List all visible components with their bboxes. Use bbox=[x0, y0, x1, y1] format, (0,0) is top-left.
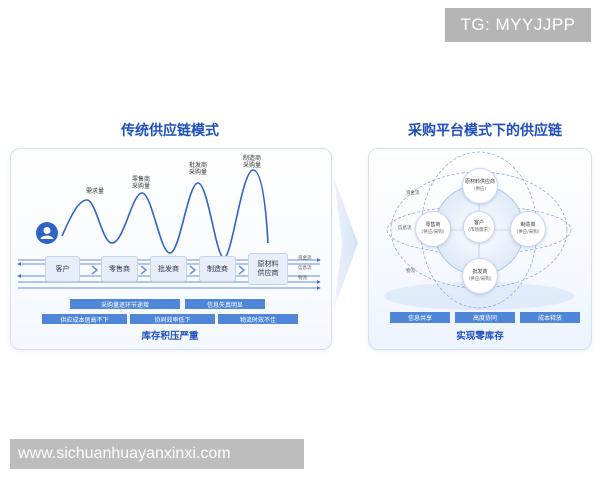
flow-label-logistics: 物流 bbox=[298, 276, 307, 281]
peak-label-manufacturer: 制造商 采购量 bbox=[242, 155, 261, 169]
node-retailer-name: 零售商 bbox=[425, 222, 441, 228]
bar-purchase-increase: 采购量逐环节递增 bbox=[70, 299, 180, 309]
node-manufacturer-name: 制造商 bbox=[520, 222, 536, 228]
pill-info-sharing: 信息共享 bbox=[390, 312, 450, 323]
left-title: 传统供应链模式 bbox=[121, 123, 219, 139]
peak-label-retailer: 零售商 采购量 bbox=[131, 176, 150, 190]
chain-box-raw-supplier: 原材料 供应商 bbox=[248, 253, 288, 285]
bar-info-distortion: 信息失真明显 bbox=[185, 299, 265, 309]
flow-label-capital: 资金流 bbox=[298, 256, 312, 261]
node-wholesaler-name: 批发商 bbox=[472, 269, 488, 275]
node-raw-supplier: 原材料供应商 （供应） bbox=[462, 168, 498, 204]
pill-cost-release: 成本释放 bbox=[520, 312, 580, 323]
peak-label-demand: 需求量 bbox=[85, 188, 104, 195]
user-icon bbox=[36, 222, 58, 244]
node-customer: 客户 （市场需求） bbox=[463, 211, 495, 243]
orbit-label-capital: 资金流 bbox=[406, 191, 420, 196]
chain-box-customer: 客户 bbox=[45, 256, 80, 282]
transition-arrow-icon bbox=[334, 178, 358, 308]
node-retailer: 零售商 （供应/采购） bbox=[415, 211, 451, 247]
node-manufacturer-sub: （供应/采购） bbox=[513, 230, 543, 235]
watermark-bottom: www.sichuanhuayanxinxi.com bbox=[10, 439, 304, 469]
bar-low-efficiency: 协同效率低下 bbox=[130, 314, 215, 324]
node-retailer-sub: （供应/采购） bbox=[418, 230, 448, 235]
left-conclusion: 库存积压严重 bbox=[141, 331, 199, 342]
node-wholesaler: 批发商 （供应/采购） bbox=[462, 258, 498, 294]
right-conclusion: 实现零库存 bbox=[456, 331, 504, 342]
node-raw-supplier-name: 原材料供应商 bbox=[464, 179, 495, 185]
bar-high-cost: 供应成本居高不下 bbox=[42, 314, 127, 324]
orbit-label-info: 信息流 bbox=[398, 226, 412, 231]
orbit-label-logistics: 物流 bbox=[406, 269, 415, 274]
peak-label-wholesaler: 批发商 采购量 bbox=[188, 162, 207, 176]
node-customer-name: 客户 bbox=[473, 220, 484, 226]
right-title: 采购平台模式下的供应链 bbox=[408, 123, 562, 139]
chain-box-wholesaler: 批发商 bbox=[150, 256, 187, 282]
watermark-top: TG: MYYJJPP bbox=[445, 8, 591, 42]
chain-box-manufacturer: 制造商 bbox=[199, 256, 236, 282]
flow-label-info: 信息流 bbox=[298, 266, 312, 271]
node-wholesaler-sub: （供应/采购） bbox=[465, 277, 495, 282]
node-customer-sub: （市场需求） bbox=[465, 228, 493, 233]
chain-box-retailer: 零售商 bbox=[101, 256, 138, 282]
node-manufacturer: 制造商 （供应/采购） bbox=[510, 211, 546, 247]
bar-poor-logistics: 物流时效不佳 bbox=[218, 314, 298, 324]
pill-collaboration: 高度协同 bbox=[455, 312, 515, 323]
node-raw-supplier-sub: （供应） bbox=[471, 187, 489, 192]
